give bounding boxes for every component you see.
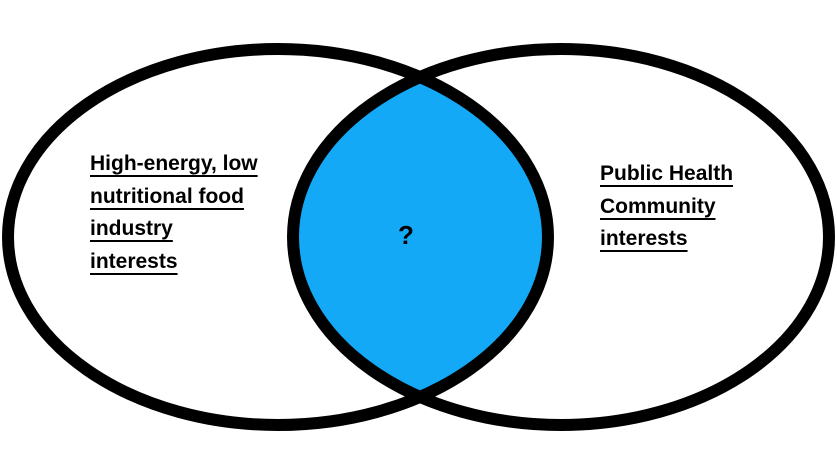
left-label-line: High-energy, low [90, 152, 258, 175]
left-label-line: interests [90, 249, 178, 273]
intersection-region [293, 49, 548, 425]
right-set-circle [287, 43, 835, 431]
left-label-line: nutritional food [90, 184, 244, 208]
right-set-label: Public Health Community interests [600, 158, 733, 256]
left-label-line: industry [90, 217, 173, 240]
left-set-circle [2, 43, 554, 431]
right-label-line: interests [600, 227, 688, 250]
left-set-label: High-energy, low nutritional food indust… [90, 148, 258, 278]
intersection-label: ? [398, 220, 414, 250]
right-label-line: Community [600, 194, 716, 218]
right-label-line: Public Health [600, 162, 734, 185]
